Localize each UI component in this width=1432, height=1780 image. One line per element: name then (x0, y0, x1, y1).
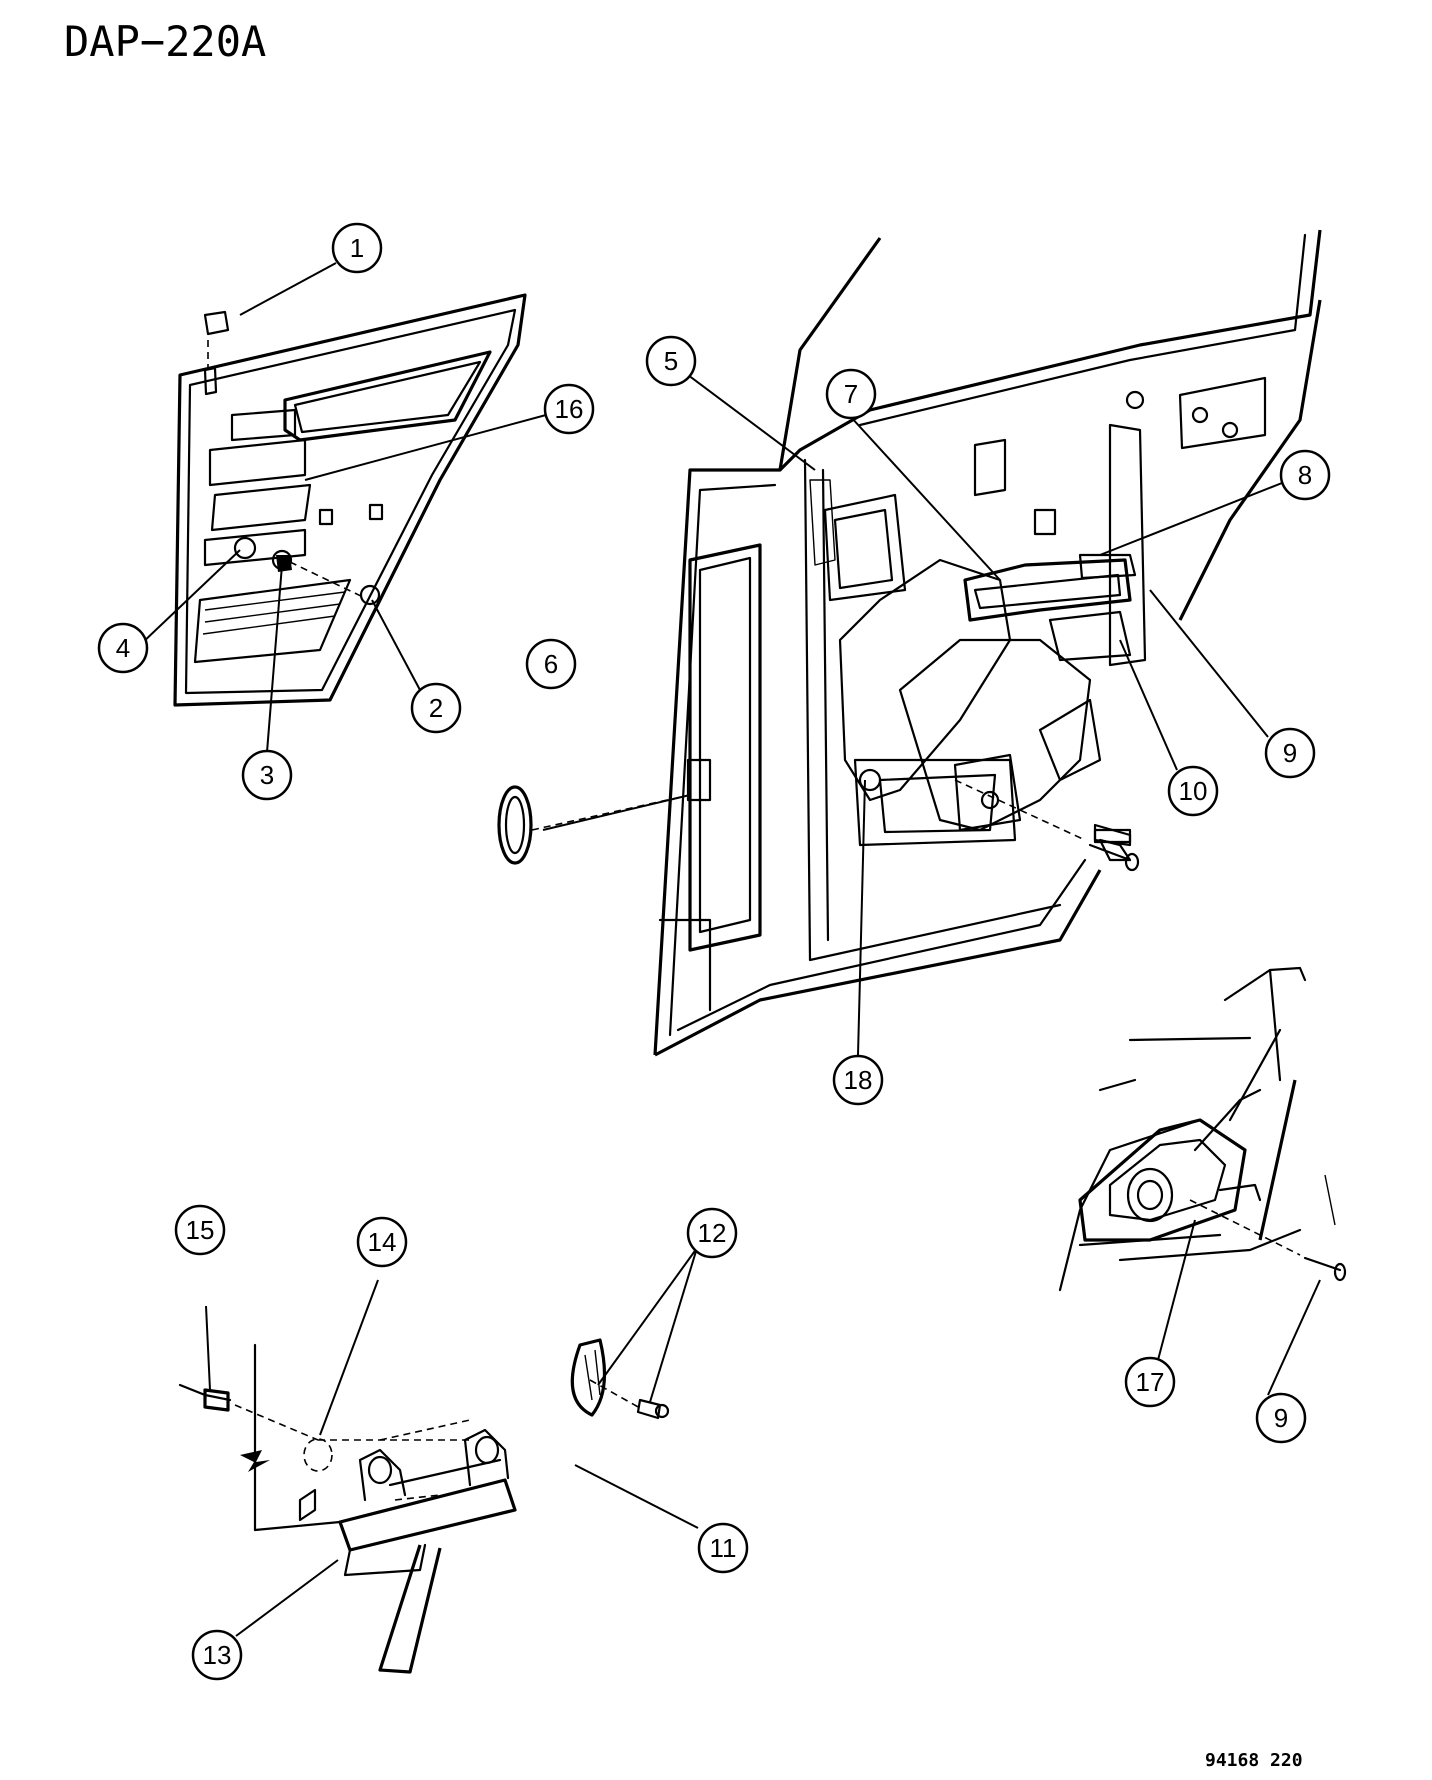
callout-2-label: 2 (429, 693, 443, 723)
regulator-track-detail-drawing (178, 1338, 670, 1674)
diagram-code: DAP−220A (64, 17, 266, 66)
callout-16: 16 (543, 383, 595, 435)
callout-18: 18 (832, 1054, 884, 1106)
callout-4: 4 (97, 622, 149, 674)
callout-8-label: 8 (1298, 460, 1312, 490)
callout-13: 13 (191, 1629, 243, 1681)
callout-2: 2 (410, 682, 462, 734)
bolt-drawing-lower (1303, 1256, 1347, 1282)
callout-9-upper-label: 9 (1283, 738, 1297, 768)
callout-10-label: 10 (1179, 776, 1208, 806)
door-latch-detail-drawing (1058, 966, 1336, 1292)
callout-5-label: 5 (664, 346, 678, 376)
callout-15: 15 (174, 1204, 226, 1256)
callout-9-lower: 9 (1255, 1392, 1307, 1444)
callout-13-label: 13 (203, 1640, 232, 1670)
callout-5: 5 (645, 335, 697, 387)
callout-1-label: 1 (350, 233, 364, 263)
callout-8: 8 (1279, 449, 1331, 501)
door-inner-panel-drawing (653, 229, 1322, 1057)
bolt-drawing-upper (1088, 843, 1140, 872)
callout-11-label: 11 (710, 1533, 737, 1563)
callout-7-label: 7 (844, 379, 858, 409)
callout-15-label: 15 (186, 1215, 215, 1245)
callout-6-label: 6 (544, 649, 558, 679)
callout-17-label: 17 (1136, 1367, 1165, 1397)
callout-14: 14 (356, 1216, 408, 1268)
callout-10: 10 (1167, 765, 1219, 817)
callout-18-label: 18 (844, 1065, 873, 1095)
footer-code: 94168 220 (1205, 1750, 1303, 1771)
callout-12: 12 (686, 1207, 738, 1259)
callout-16-label: 16 (555, 394, 584, 424)
callout-9-lower-label: 9 (1274, 1403, 1288, 1433)
door-trim-panel-drawing (173, 293, 527, 707)
callout-11: 11 (697, 1522, 749, 1574)
callout-6: 6 (525, 638, 577, 690)
callout-3: 3 (241, 749, 293, 801)
callout-1: 1 (331, 222, 383, 274)
callout-12-label: 12 (698, 1218, 727, 1248)
callout-14-label: 14 (368, 1227, 397, 1257)
grommet-drawing (497, 785, 533, 865)
callout-17: 17 (1124, 1356, 1176, 1408)
callout-9-upper: 9 (1264, 727, 1316, 779)
leader-lines (139, 262, 1321, 1637)
callout-3-label: 3 (260, 760, 274, 790)
callout-4-label: 4 (116, 633, 130, 663)
callout-7: 7 (825, 368, 877, 420)
